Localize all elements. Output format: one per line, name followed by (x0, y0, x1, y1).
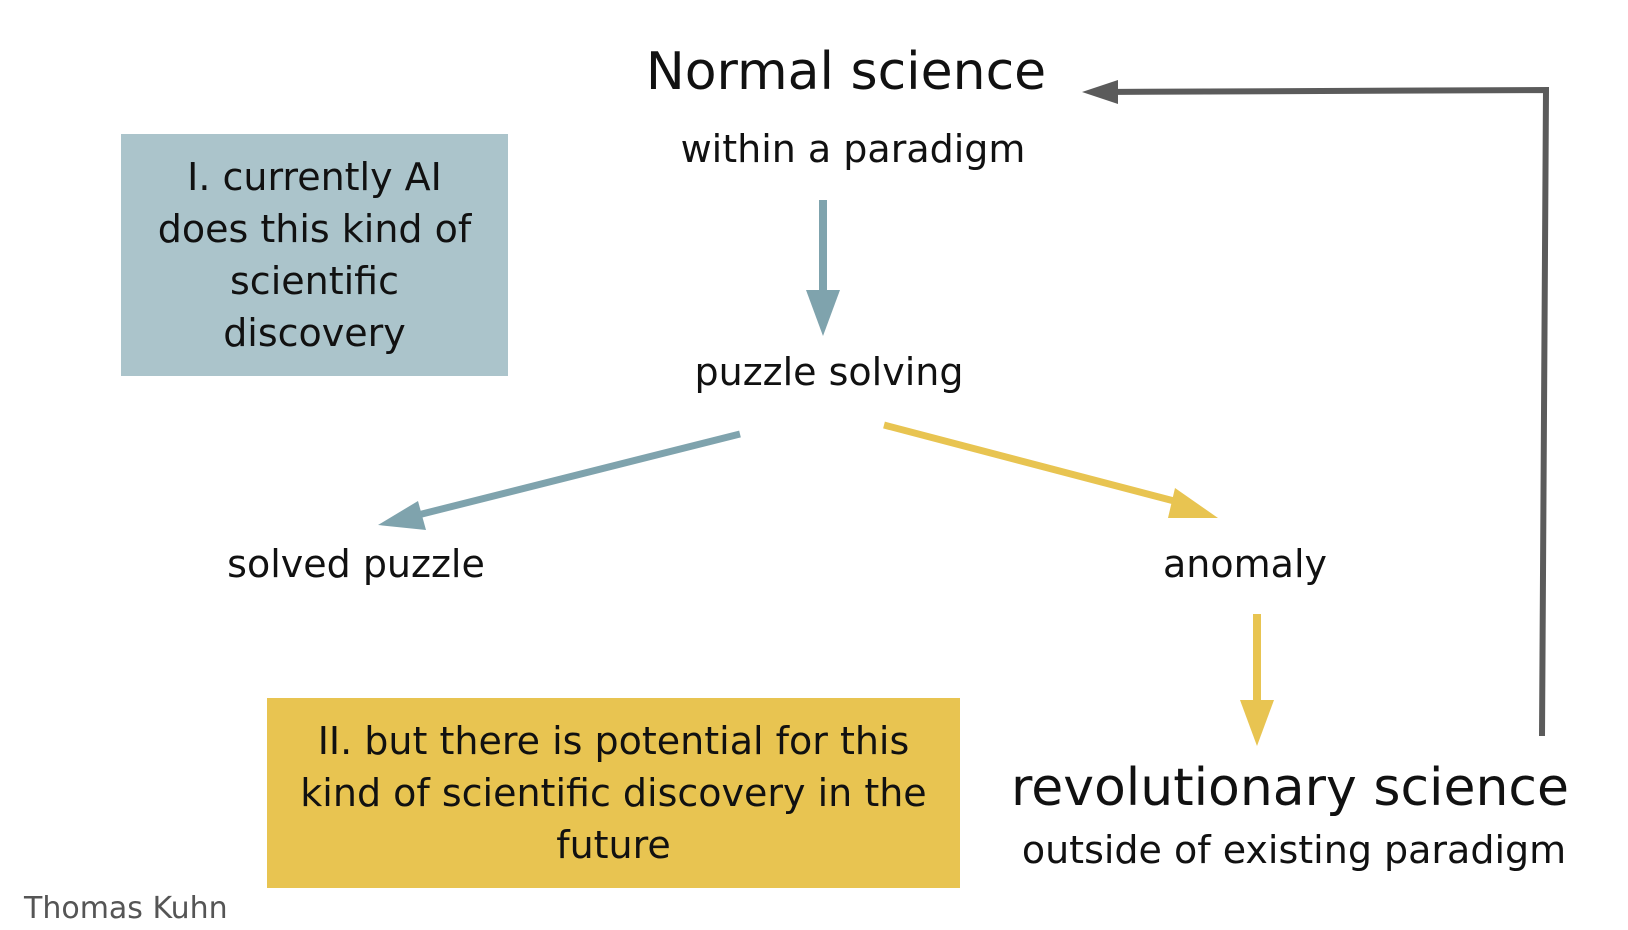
node-anomaly: anomaly (1163, 542, 1327, 586)
credit-thomas-kuhn: Thomas Kuhn (24, 891, 228, 926)
arrow-puzzle-to-solved (378, 430, 741, 530)
node-solved-puzzle: solved puzzle (227, 542, 485, 586)
normal-science-title: Normal science (645, 42, 1047, 102)
normal-science-subtitle: within a paradigm (680, 127, 1026, 171)
note-future-potential: II. but there is potential for this kind… (267, 698, 960, 888)
revolutionary-science-title: revolutionary science (1010, 758, 1570, 818)
revolutionary-science-subtitle: outside of existing paradigm (1021, 828, 1567, 872)
node-puzzle-solving: puzzle solving (694, 350, 964, 394)
arrow-puzzle-to-anomaly (883, 421, 1218, 518)
note-current-ai: I. currently AI does this kind of scient… (121, 134, 508, 376)
arrow-normal-to-puzzle (806, 200, 840, 336)
arrow-anomaly-to-revolutionary (1240, 614, 1274, 746)
arrow-revolutionary-to-normal (1082, 80, 1550, 737)
